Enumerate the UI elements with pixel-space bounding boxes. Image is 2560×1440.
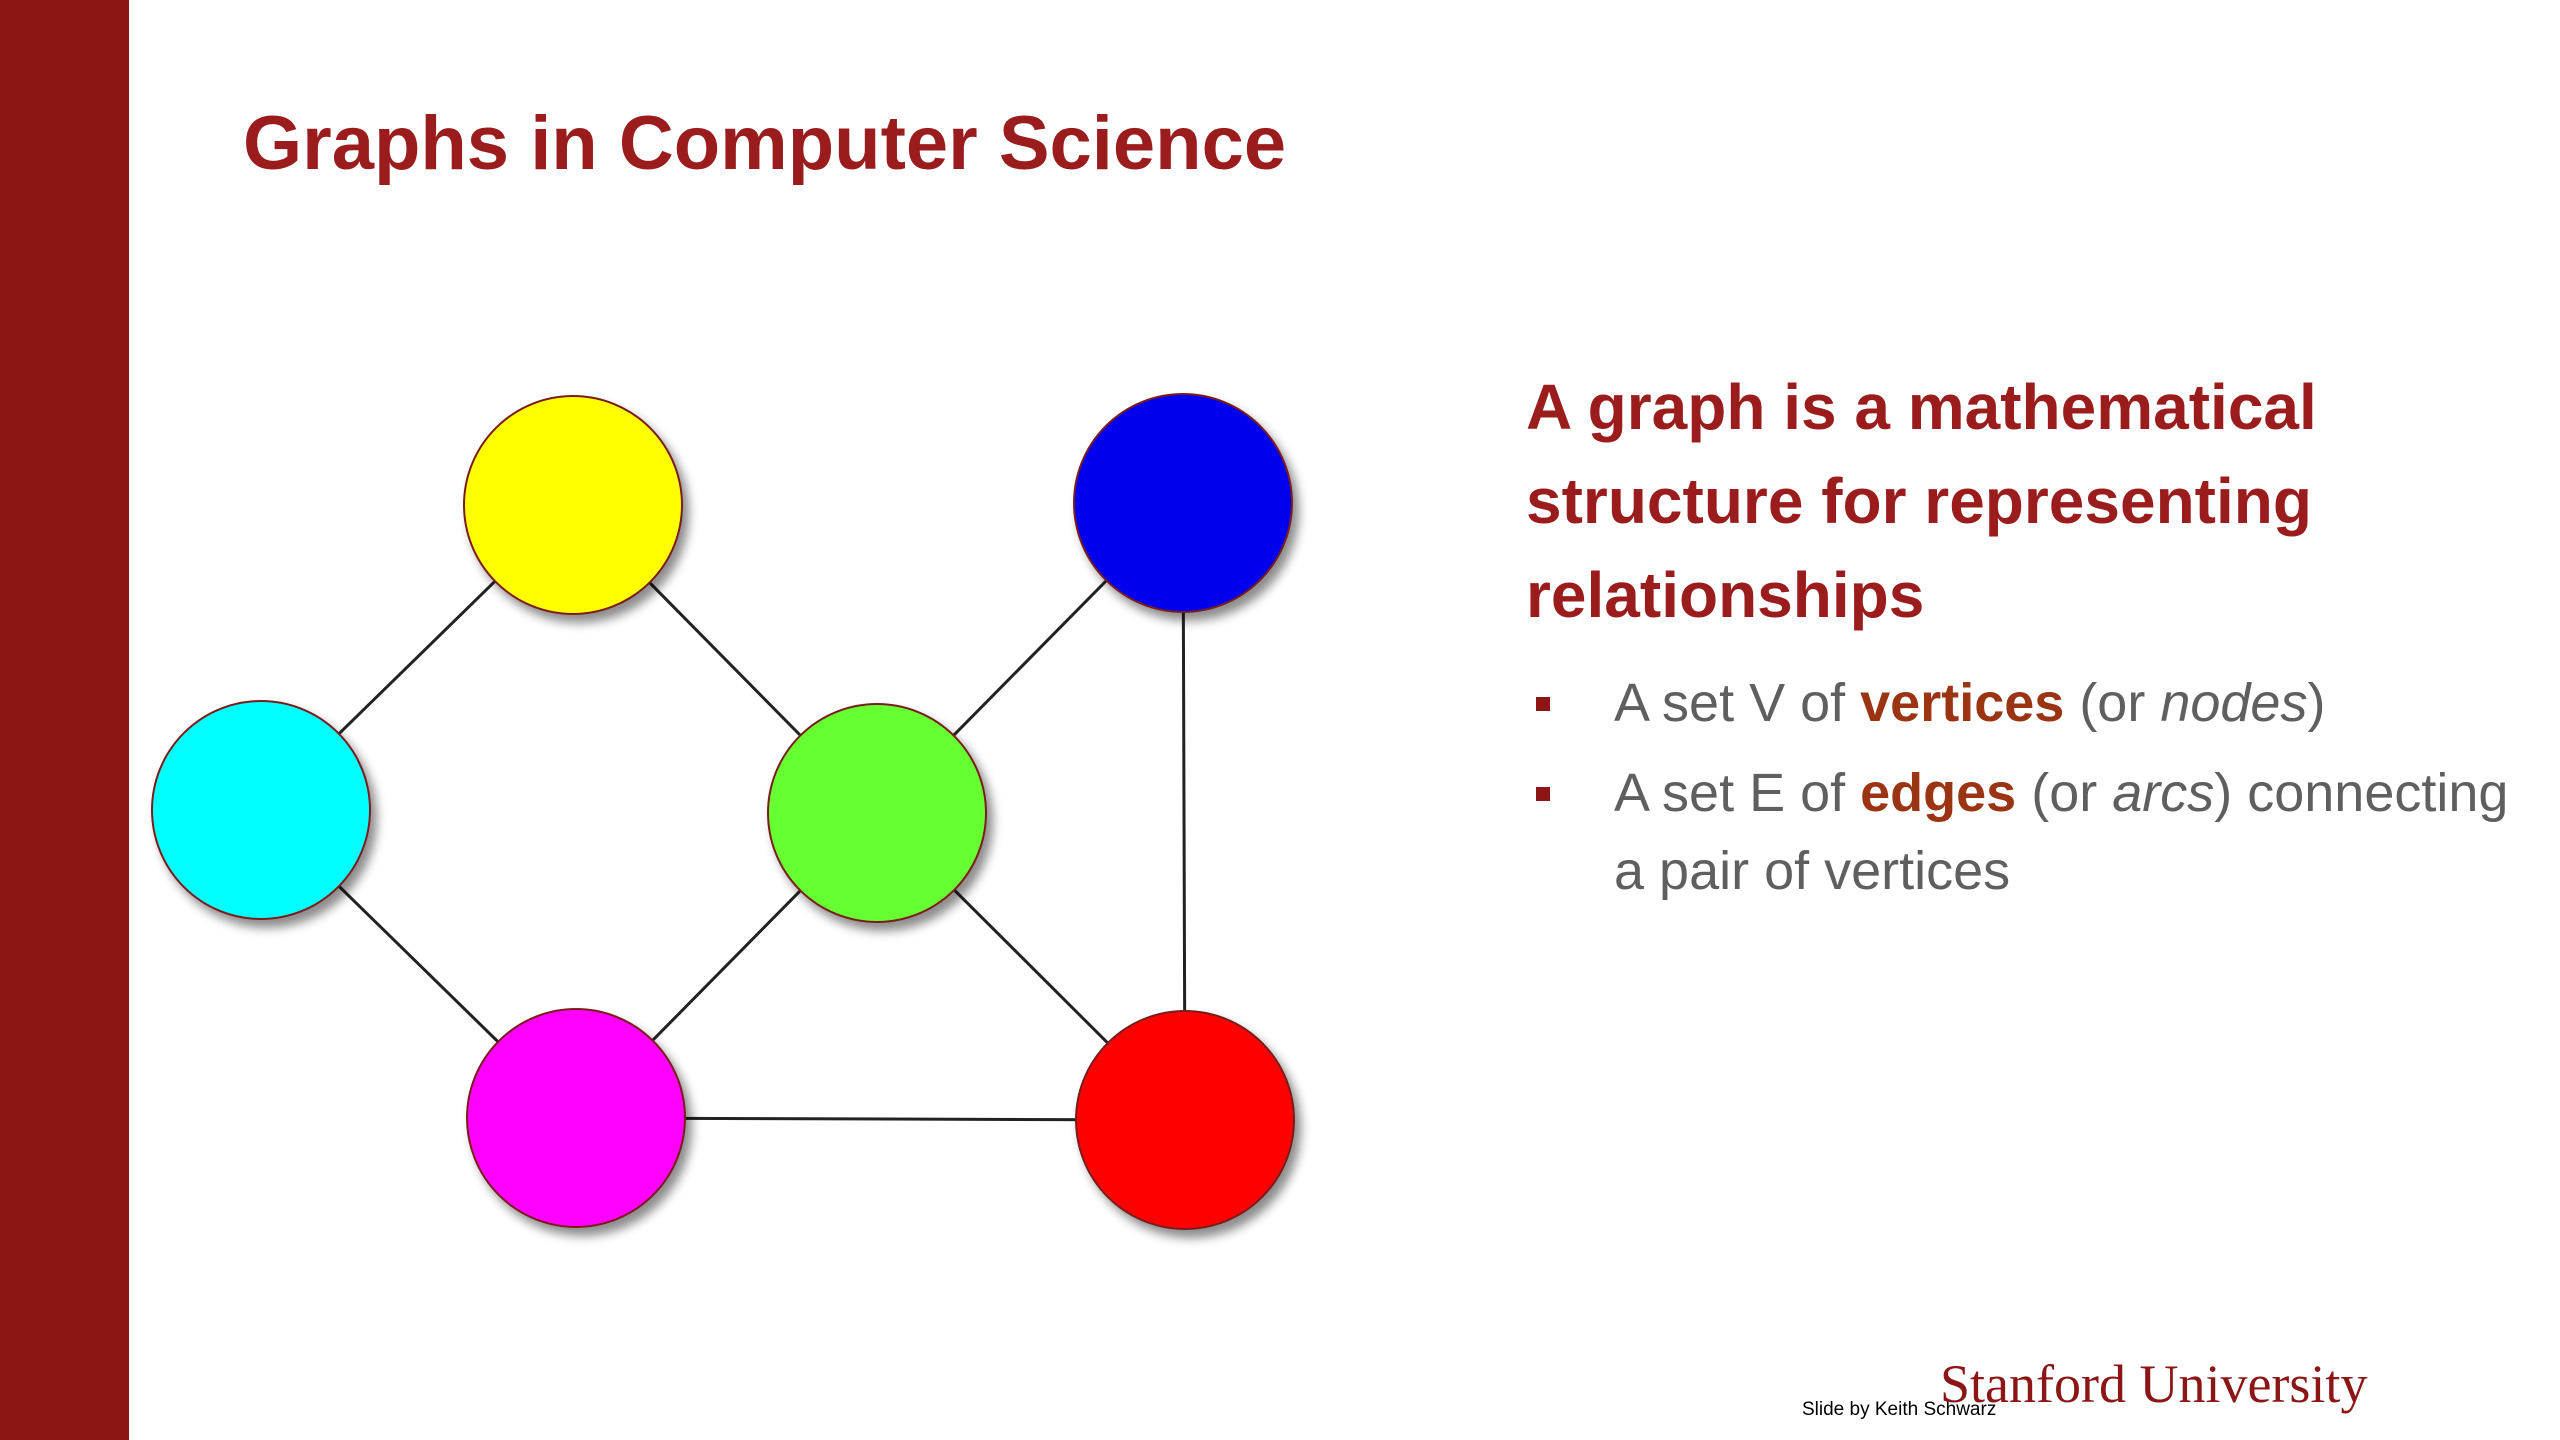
key-term: edges	[1860, 763, 2017, 823]
stanford-logo: Stanford University	[1940, 1354, 2368, 1414]
bullet-marker-icon	[1536, 697, 1550, 711]
bullet-text: A set E of	[1614, 763, 1861, 823]
bullet-list: A set V of vertices (or nodes) A set E of…	[1526, 664, 2560, 922]
vertex-cyan	[151, 700, 371, 920]
edge-layer	[259, 501, 1187, 1122]
vertex-yellow	[463, 395, 683, 615]
vertex-red	[1075, 1010, 1295, 1230]
definition-heading: A graph is a mathematical structure for …	[1526, 371, 2317, 631]
vertex-green	[767, 703, 987, 923]
key-term: vertices	[1860, 673, 2065, 733]
alt-term: arcs	[2112, 763, 2215, 823]
bullet-item: A set E of edges (or arcs) connecting	[1526, 754, 2560, 832]
bullet-text: ) connecting	[2214, 763, 2509, 823]
bullet-marker-icon	[1536, 787, 1550, 801]
vertex-blue	[1073, 393, 1293, 613]
vertex-magenta	[466, 1008, 686, 1228]
slide-credit: Slide by Keith Schwarz	[1802, 1399, 1997, 1420]
bullet-text: a pair of vertices	[1614, 841, 2011, 901]
accent-bar	[0, 0, 129, 1440]
bullet-item: A set V of vertices (or nodes)	[1526, 664, 2560, 742]
bullet-continuation: a pair of vertices	[1526, 832, 2560, 910]
slide-title: Graphs in Computer Science	[243, 101, 1287, 186]
node-layer	[151, 393, 1295, 1230]
bullet-text: (or	[2064, 673, 2161, 733]
bullet-text: (or	[2016, 763, 2113, 823]
bullet-text: A set V of	[1614, 673, 1861, 733]
alt-term: nodes	[2160, 673, 2308, 733]
bullet-text: )	[2307, 673, 2326, 733]
